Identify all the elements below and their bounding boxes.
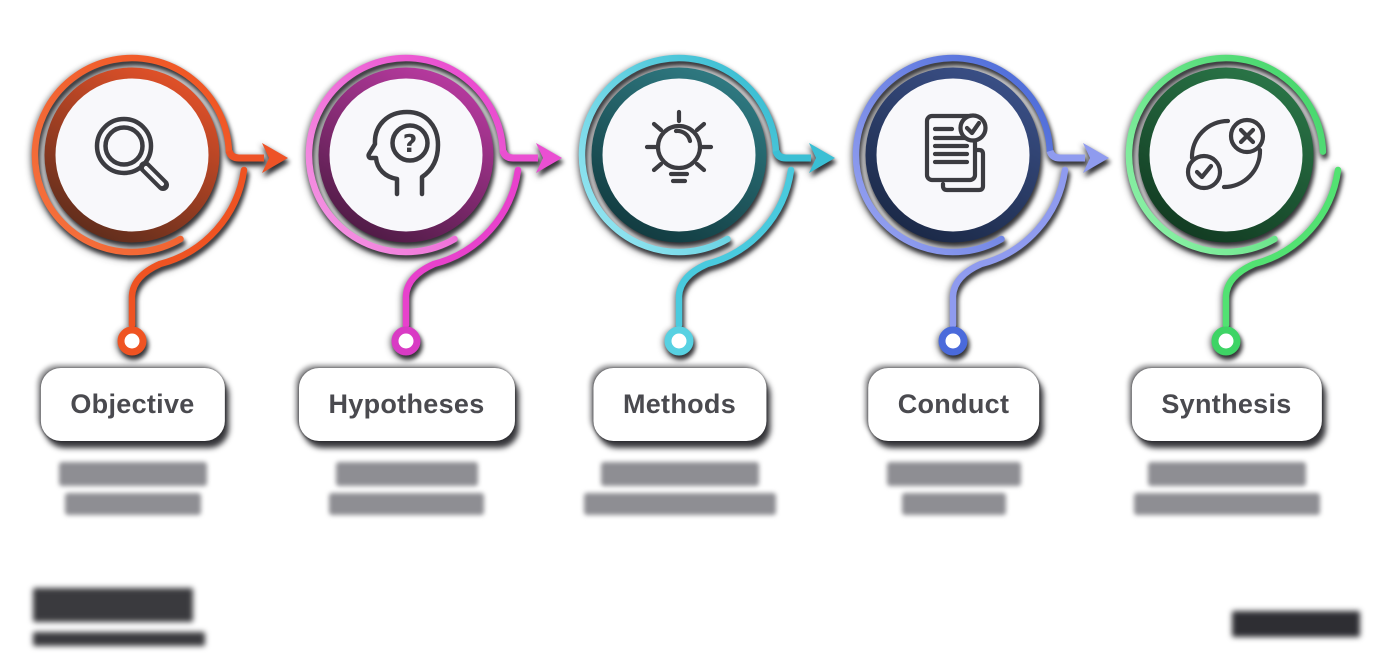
magnifier-icon	[94, 116, 169, 191]
redacted-text-line	[1147, 462, 1306, 486]
connector-donut	[1211, 326, 1241, 356]
outer-ring-arc	[305, 54, 507, 256]
redacted-credit-line	[1232, 611, 1360, 637]
svg-text:?: ?	[403, 129, 418, 158]
head-question-icon: ?	[366, 109, 441, 197]
connector-donut	[117, 326, 147, 356]
step-description-redacted	[817, 462, 1090, 515]
connector-donut	[938, 326, 968, 356]
redacted-text-line	[901, 493, 1006, 515]
redacted-text-line	[583, 493, 776, 515]
step-description-redacted	[1090, 462, 1363, 515]
step-diagram-conduct	[852, 54, 1109, 356]
step-label-box-hypotheses: Hypotheses	[298, 368, 515, 441]
step-diagram-hypotheses: ?	[305, 54, 562, 356]
outer-ring-arc	[31, 54, 233, 256]
flow-arrow-head	[1083, 143, 1109, 173]
connector-tail	[402, 166, 522, 329]
step-label: Conduct	[897, 389, 1010, 419]
outer-ring-arc	[1125, 54, 1327, 256]
main-circle	[44, 67, 220, 243]
main-circle	[1138, 67, 1314, 243]
flow-arrow	[499, 149, 538, 162]
outer-ring-arc	[578, 54, 780, 256]
step-label: Hypotheses	[328, 389, 485, 419]
lightbulb-icon	[644, 109, 714, 184]
step-label: Objective	[70, 389, 195, 419]
step-description-redacted	[0, 462, 269, 515]
outer-ring-arc	[852, 54, 1054, 256]
connector-tail	[1222, 166, 1342, 329]
connector-tail	[128, 166, 248, 329]
redacted-logo-line	[33, 588, 193, 622]
step-diagram-synthesis	[1125, 54, 1342, 356]
redacted-text-line	[600, 462, 759, 486]
flow-arrow	[225, 149, 264, 162]
redacted-text-line	[335, 462, 478, 486]
connector-donut	[391, 326, 421, 356]
footer-credit-redacted	[1232, 611, 1360, 637]
step-description-redacted	[543, 462, 816, 515]
connector-donut	[664, 326, 694, 356]
step-column-synthesis: Synthesis	[1090, 0, 1363, 670]
flow-arrow	[772, 149, 811, 162]
step-label-box-methods: Methods	[592, 368, 767, 441]
step-diagram-objective	[31, 54, 288, 356]
flow-arrow	[1046, 149, 1085, 162]
flow-arrow-head	[536, 143, 562, 173]
main-circle	[591, 67, 767, 243]
step-label: Methods	[622, 389, 737, 419]
connector-tail	[949, 166, 1069, 329]
footer-logo-redacted	[33, 588, 205, 646]
step-label: Synthesis	[1161, 389, 1292, 419]
document-check-icon	[924, 113, 988, 193]
step-column-objective: Objective	[0, 0, 288, 670]
redacted-text-line	[329, 493, 484, 515]
step-diagram-methods	[578, 54, 835, 356]
redacted-text-line	[64, 493, 201, 515]
redacted-text-line	[886, 462, 1021, 486]
step-label-box-synthesis: Synthesis	[1131, 368, 1322, 441]
step-column-conduct: Conduct	[817, 0, 1109, 670]
step-description-redacted	[270, 462, 543, 515]
connector-tail	[675, 166, 795, 329]
step-label-box-objective: Objective	[40, 368, 225, 441]
step-column-methods: Methods	[543, 0, 835, 670]
main-circle	[318, 67, 494, 243]
sync-check-icon	[1185, 117, 1266, 191]
redacted-logo-line	[33, 632, 205, 646]
redacted-text-line	[58, 462, 207, 486]
step-label-box-conduct: Conduct	[867, 368, 1040, 441]
redacted-text-line	[1133, 493, 1320, 515]
flow-arrow-head	[262, 143, 288, 173]
step-column-hypotheses: ? Hypotheses	[270, 0, 562, 670]
flow-arrow-head	[809, 143, 835, 173]
